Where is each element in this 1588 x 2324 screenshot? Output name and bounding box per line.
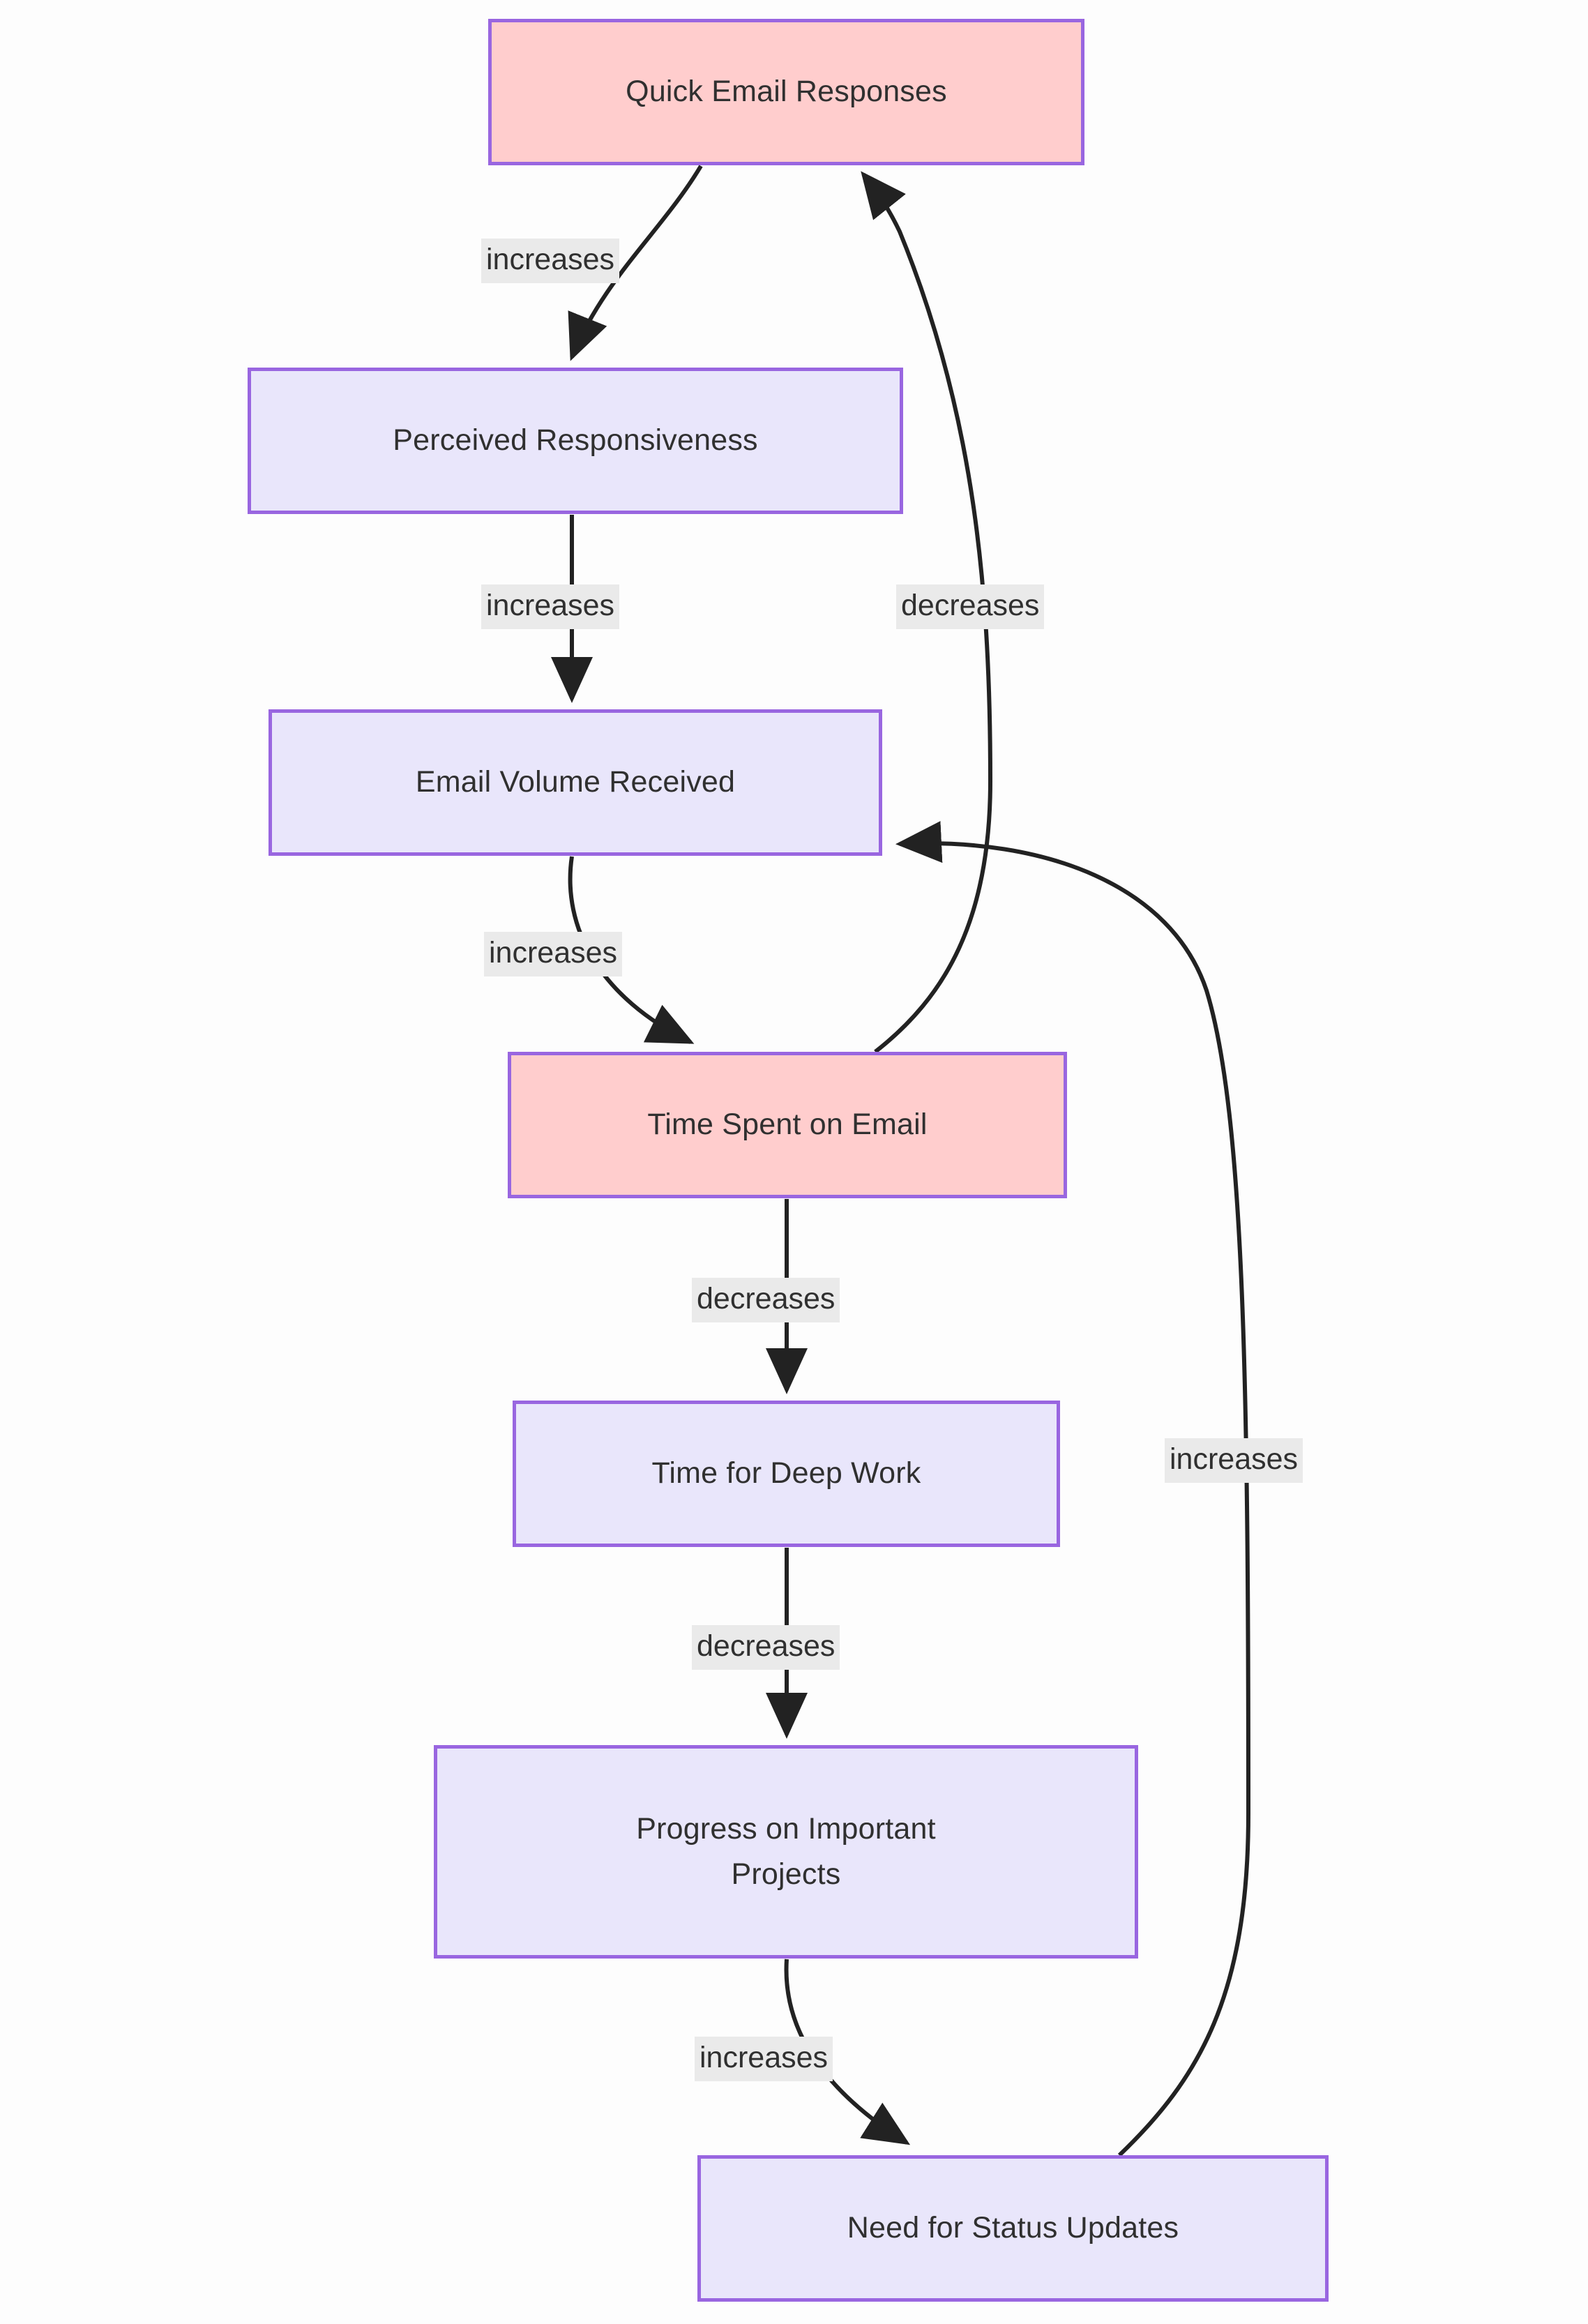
edge-label-deepwork-to-progress: decreases [692,1625,840,1670]
node-time-spent-on-email[interactable]: Time Spent on Email [508,1052,1067,1198]
edge-quick-to-perceived [568,165,703,361]
node-perceived-responsiveness[interactable]: Perceived Responsiveness [248,368,903,514]
node-email-volume-received[interactable]: Email Volume Received [269,709,882,856]
node-label: Time for Deep Work [651,1456,921,1491]
node-label-line-2: Projects [731,1857,841,1891]
node-label-line-1: Progress on Important [636,1811,936,1846]
edge-label-status-to-volume: increases [1165,1438,1303,1483]
node-label: Need for Status Updates [847,2211,1179,2245]
node-label: Email Volume Received [415,765,736,799]
edge-label-perceived-to-volume: increases [481,584,620,629]
node-quick-email-responses[interactable]: Quick Email Responses [488,19,1084,165]
node-need-for-status-updates[interactable]: Need for Status Updates [697,2155,1329,2302]
node-time-for-deep-work[interactable]: Time for Deep Work [513,1401,1060,1547]
edge-label-progress-to-status: increases [695,2037,833,2081]
edge-label-timespent-to-deepwork: decreases [692,1278,840,1322]
node-progress-on-important-projects[interactable]: Progress on Important Projects [434,1745,1138,1959]
node-label: Quick Email Responses [626,75,947,109]
node-label: Perceived Responsiveness [393,423,758,458]
edge-label-volume-to-timespent: increases [484,932,623,976]
edge-status-to-volume [895,821,1251,2157]
node-label: Time Spent on Email [647,1108,928,1142]
edge-label-timespent-to-quick: decreases [896,584,1045,629]
edge-label-quick-to-perceived: increases [481,239,620,283]
